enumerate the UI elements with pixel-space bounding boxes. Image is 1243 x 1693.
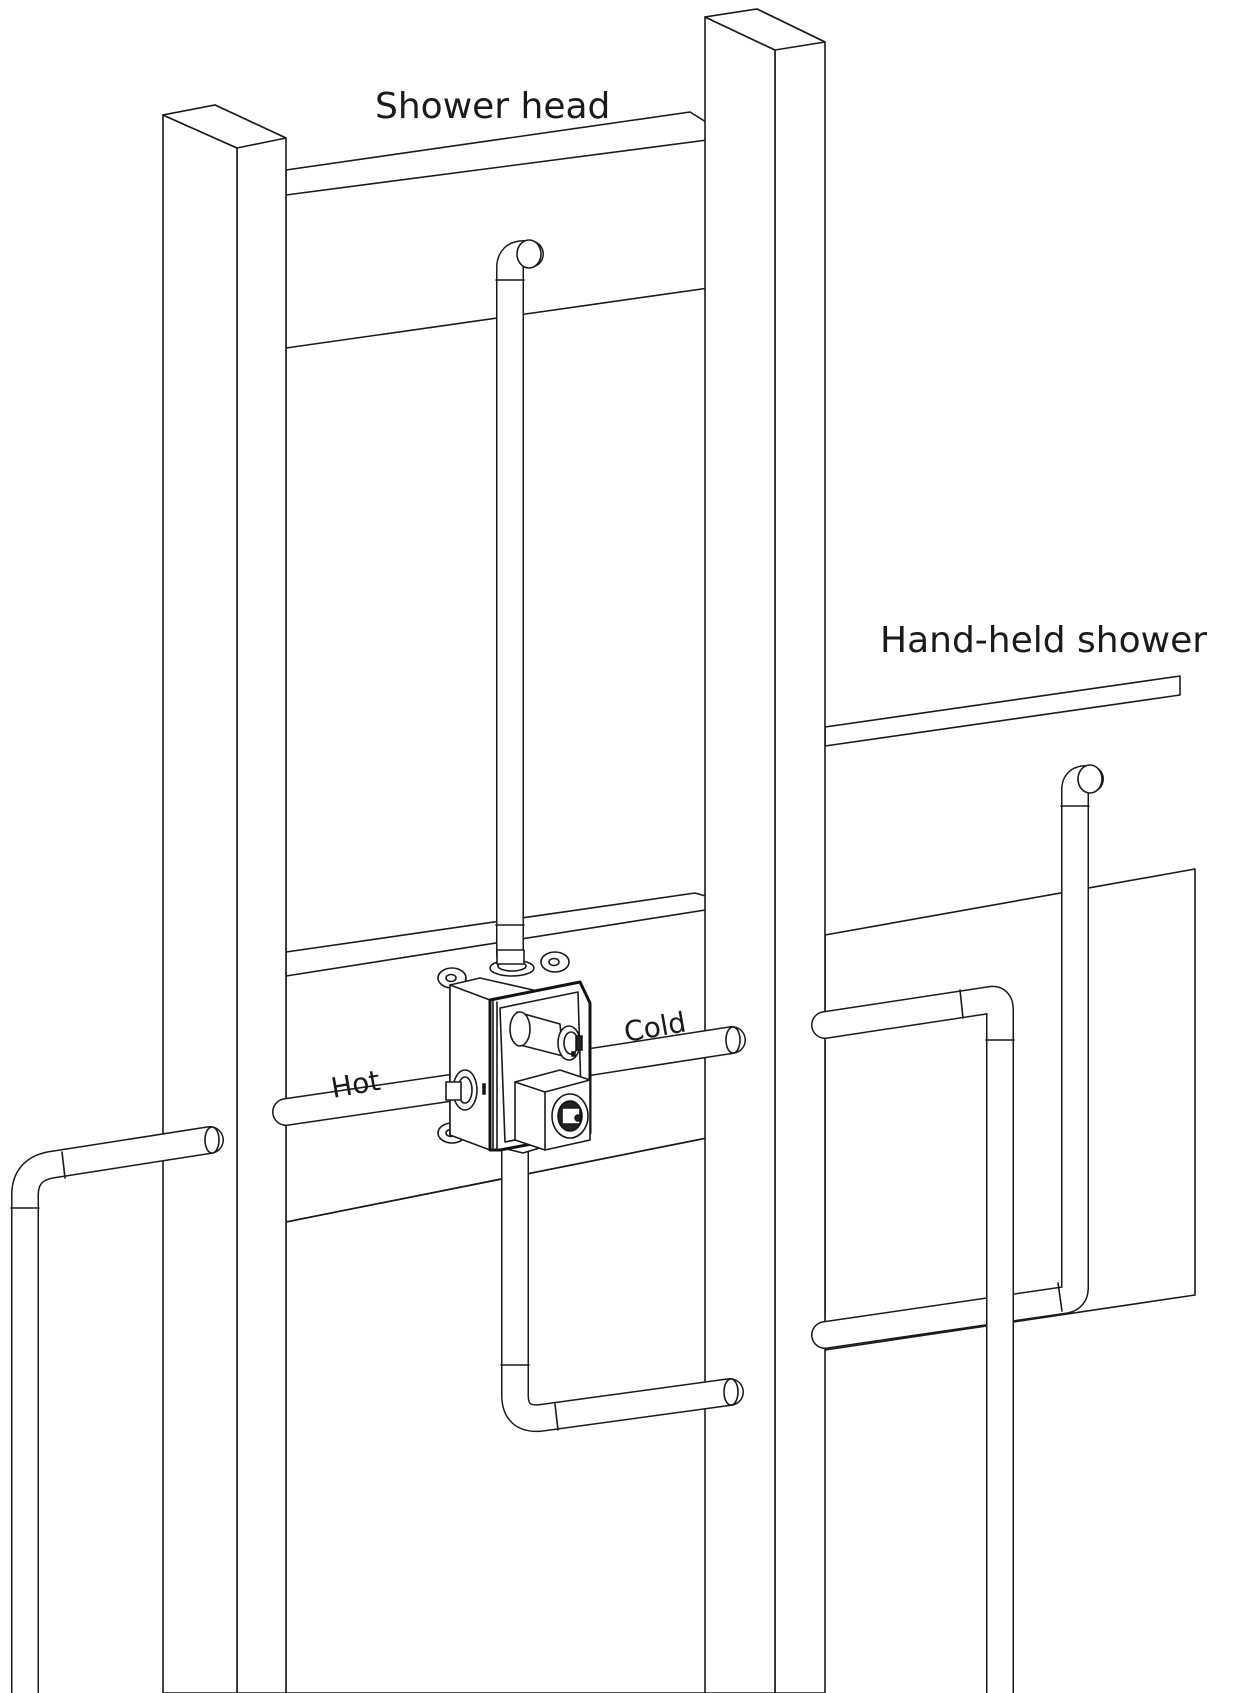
right-crossbar-upper — [824, 675, 1181, 747]
mixer-body — [437, 949, 592, 1154]
hot-supply-pipe — [10, 1126, 224, 1693]
shower-head-pipe — [495, 239, 544, 969]
hand-held-shower-label: Hand-held shower — [880, 620, 1207, 661]
right-stud — [704, 8, 826, 1693]
cold-supply-pipe — [811, 985, 1015, 1693]
hand-held-shower-pipe — [811, 764, 1104, 1349]
left-stud — [162, 104, 287, 1693]
cold-inlet-pipe — [576, 1026, 746, 1076]
shower-head-label: Shower head — [375, 86, 610, 127]
hot-inlet-pipe — [272, 1074, 464, 1126]
bottom-outlet-pipe — [500, 1126, 744, 1433]
hot-inlet-fitting — [445, 1069, 478, 1111]
valve-block — [514, 1069, 591, 1151]
